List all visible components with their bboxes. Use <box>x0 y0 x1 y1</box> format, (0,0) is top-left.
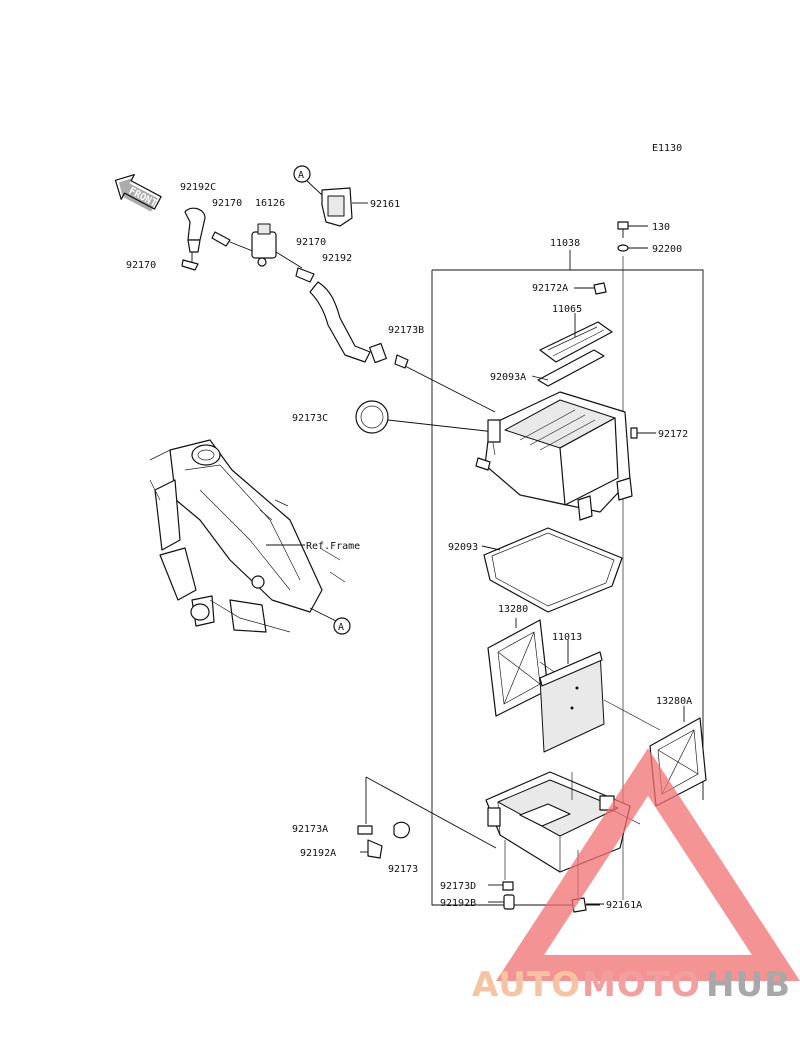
label-92161: 92161 <box>370 199 400 210</box>
label-92170-b: 92170 <box>296 237 326 248</box>
watermark-auto: AUTO <box>472 965 581 1005</box>
label-92173C: 92173C <box>292 413 328 424</box>
screw-92172 <box>630 427 656 439</box>
frame-assembly: A <box>149 439 351 635</box>
assembly-bracket <box>431 250 704 906</box>
callout-a-top <box>293 165 311 183</box>
label-92170-c: 92170 <box>126 260 156 271</box>
label-92161A: 92161A <box>606 900 642 911</box>
watermark-moto: MOTO <box>582 965 701 1005</box>
label-16126: 16126 <box>255 198 285 209</box>
diagram-code: E1130 <box>652 143 682 154</box>
label-92093: 92093 <box>448 542 478 553</box>
label-92172: 92172 <box>658 429 688 440</box>
label-13280A: 13280A <box>656 696 692 707</box>
label-ref-frame: Ref.Frame <box>306 541 360 552</box>
label-11038: 11038 <box>550 238 580 249</box>
label-130: 130 <box>652 222 670 233</box>
label-92173B: 92173B <box>388 325 424 336</box>
label-92170-a: 92170 <box>212 198 242 209</box>
part-labels: 92192C 92170 16126 92161 92170 92170 921… <box>126 182 692 911</box>
clamp-92173C <box>355 400 496 434</box>
filter-element-11013 <box>539 640 661 753</box>
label-11013: 11013 <box>552 632 582 643</box>
breather-hose-group <box>181 207 496 413</box>
callout-a-bottom-letter: A <box>338 622 344 633</box>
upper-housing <box>475 391 633 521</box>
drain-group <box>357 776 497 859</box>
cover-plate-group <box>531 282 613 387</box>
label-13280: 13280 <box>498 604 528 615</box>
watermark-triangle-icon <box>495 748 800 981</box>
drain-cap-group <box>488 881 515 910</box>
label-11065: 11065 <box>552 304 582 315</box>
label-92173A: 92173A <box>292 824 328 835</box>
label-92192B: 92192B <box>440 898 476 909</box>
watermark-hub: HUB <box>706 965 791 1005</box>
gasket-92093 <box>481 527 623 613</box>
label-92192: 92192 <box>322 253 352 264</box>
watermark: AUTO MOTO HUB <box>472 748 800 1005</box>
label-92192C: 92192C <box>180 182 216 193</box>
label-92192A: 92192A <box>300 848 336 859</box>
label-92200: 92200 <box>652 244 682 255</box>
label-92172A: 92172A <box>532 283 568 294</box>
callout-a-top-letter: A <box>298 170 304 181</box>
label-92173: 92173 <box>388 864 418 875</box>
label-92093A: 92093A <box>490 372 526 383</box>
front-arrow-icon: FRONT <box>114 173 162 212</box>
valve-92161: A <box>293 165 368 227</box>
callout-a-bottom <box>333 617 351 635</box>
label-92173D: 92173D <box>440 881 476 892</box>
